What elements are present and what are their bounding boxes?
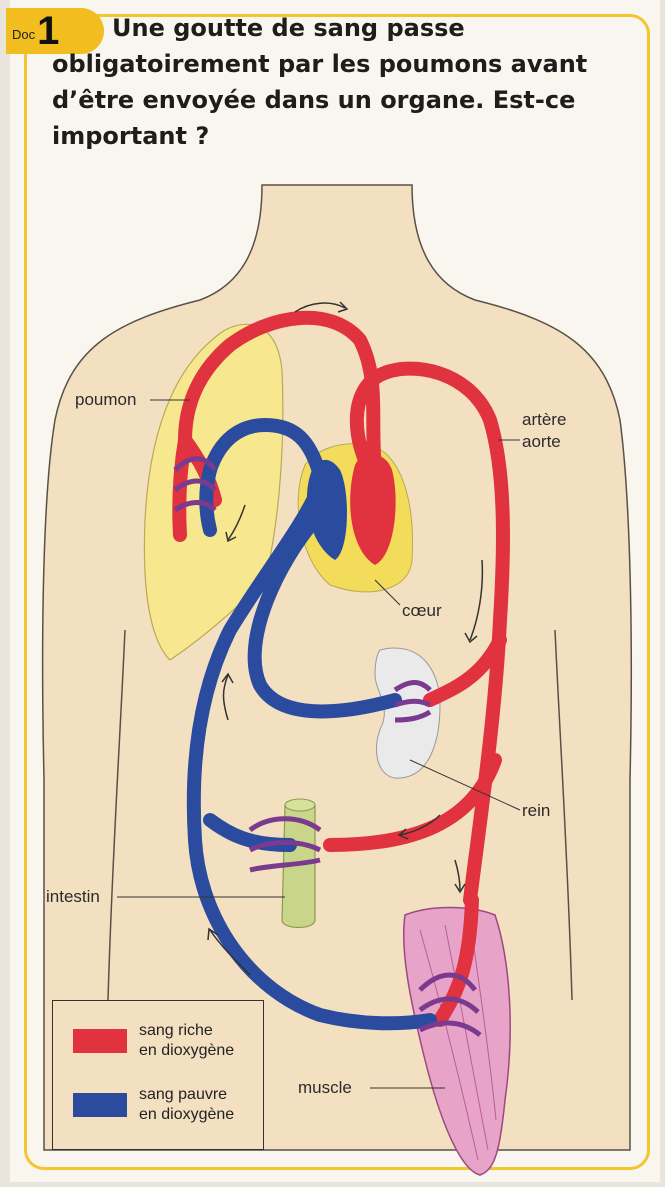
legend-rich-line2: en dioxygène	[139, 1041, 259, 1061]
label-coeur: cœur	[402, 601, 442, 620]
lung-capillaries-blue	[206, 470, 210, 530]
legend-swatch-rich	[73, 1029, 127, 1053]
legend-swatch-poor	[73, 1093, 127, 1117]
legend-item-rich: sang riche en dioxygène	[73, 1021, 259, 1061]
label-aorte: aorte	[522, 432, 561, 451]
legend-item-poor: sang pauvre en dioxygène	[73, 1085, 259, 1125]
legend-text-rich: sang riche en dioxygène	[139, 1021, 259, 1061]
label-poumon: poumon	[75, 390, 136, 409]
intestine-top	[285, 799, 315, 811]
label-muscle: muscle	[298, 1078, 352, 1097]
label-intestin: intestin	[46, 887, 100, 906]
legend: sang riche en dioxygène sang pauvre en d…	[52, 1000, 264, 1150]
legend-rich-line1: sang riche	[139, 1021, 259, 1041]
legend-text-poor: sang pauvre en dioxygène	[139, 1085, 259, 1125]
legend-poor-line2: en dioxygène	[139, 1105, 259, 1125]
legend-poor-line1: sang pauvre	[139, 1085, 259, 1105]
label-artere: artère	[522, 410, 566, 429]
label-rein: rein	[522, 801, 550, 820]
